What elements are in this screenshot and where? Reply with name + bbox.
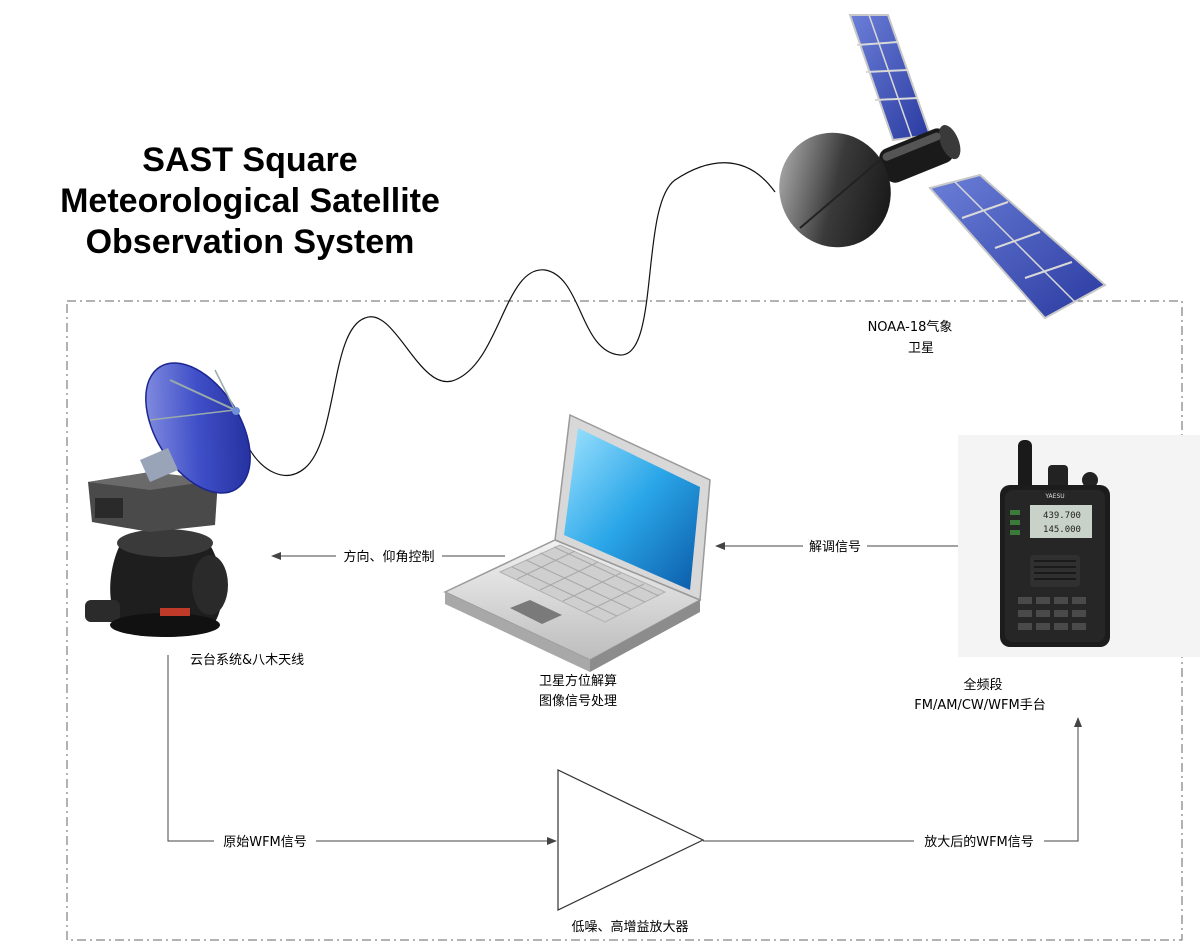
edge-raw-label-bg [214, 833, 316, 849]
handheld-radio-icon: YAESU 439.700 145.000 [958, 435, 1200, 657]
laptop-icon [443, 413, 711, 672]
amplifier-label: 低噪、高增益放大器 [571, 919, 688, 935]
radio-label-line-2: FM/AM/CW/WFM手台 [914, 698, 1045, 713]
amplifier-triangle-icon [557, 769, 705, 911]
system-boundary [66, 300, 1183, 941]
dish-antenna-on-tripod-head-icon [85, 362, 251, 637]
radio-label-line-1: 全频段 [963, 677, 1002, 693]
title-line-3: Observation System [85, 223, 415, 261]
edge-raw-label: 原始WFM信号 [223, 835, 307, 850]
antenna-label: 云台系统&八木天线 [190, 653, 304, 668]
edge-demod-label: 解调信号 [809, 540, 861, 555]
satellite-icon [779, 14, 1107, 320]
edge-control-label: 方向、仰角控制 [343, 549, 434, 565]
edge-amplified-arrow [703, 717, 1082, 842]
satellite-label-line-2: 卫星 [908, 341, 934, 356]
radio-brand: YAESU [1044, 493, 1064, 500]
edge-amplified-label: 放大后的WFM信号 [924, 834, 1034, 850]
satellite-label-line-1: NOAA-18气象 [868, 319, 953, 335]
title-line-2: Meteorological Satellite [60, 182, 440, 220]
laptop-label-line-1: 卫星方位解算 [539, 673, 617, 689]
radio-screen-line-2: 145.000 [1043, 525, 1081, 535]
edge-amplified-label-bg [914, 833, 1044, 849]
edge-raw-arrow [167, 655, 557, 845]
diagram-title: SAST Square Meteorological Satellite Obs… [30, 140, 470, 263]
radio-screen-line-1: 439.700 [1043, 511, 1081, 521]
title-line-1: SAST Square [142, 141, 358, 179]
radio-link-wave [249, 162, 776, 476]
edge-demod-label-bg [803, 538, 867, 554]
laptop-label-line-2: 图像信号处理 [539, 694, 617, 709]
edge-control-label-bg [336, 548, 442, 564]
